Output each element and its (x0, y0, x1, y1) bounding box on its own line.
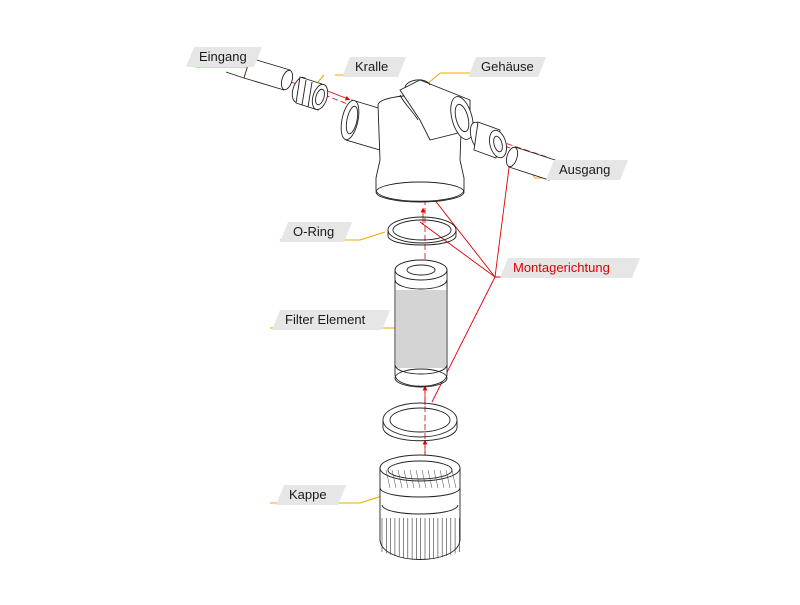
label-kralle: Kralle (342, 57, 407, 77)
cap-grip-ribs (381, 518, 460, 560)
label-montagerichtung: Montagerichtung (500, 258, 641, 278)
outlet-fitting (469, 121, 507, 159)
label-ausgang: Ausgang (546, 160, 629, 180)
o-ring-bottom (382, 402, 458, 442)
label-o-ring: O-Ring (280, 222, 353, 242)
cap-thread (385, 469, 457, 489)
outlet-pipe (505, 146, 556, 181)
o-ring-top (387, 216, 457, 246)
inlet-pipe (225, 51, 294, 91)
kralle-fitting (291, 76, 329, 111)
label-kappe: Kappe (276, 485, 347, 505)
label-filter-element: Filter Element (272, 310, 391, 330)
cap (379, 454, 461, 560)
filter-mesh (396, 290, 446, 368)
housing (340, 79, 474, 203)
label-eingang: Eingang (186, 47, 263, 67)
label-gehaeuse: Gehäuse (468, 57, 547, 77)
